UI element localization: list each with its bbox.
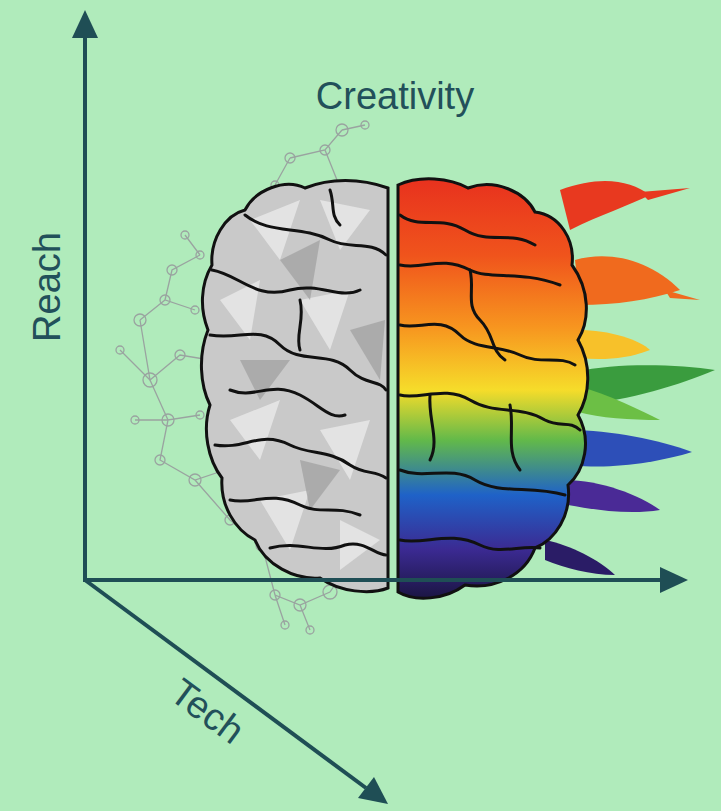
reach-axis (83, 36, 87, 582)
right-hemisphere (398, 179, 588, 598)
tech-axis (85, 580, 366, 788)
axis-title: Creativity (316, 76, 474, 118)
axis-label: Tech (162, 671, 251, 752)
arrowhead (72, 10, 98, 38)
arrowhead (358, 777, 388, 804)
arrowhead (660, 567, 688, 593)
left-hemisphere (201, 181, 388, 592)
axis-label: Reach (27, 232, 69, 342)
axes (72, 10, 688, 804)
creativity-axis (83, 578, 662, 582)
